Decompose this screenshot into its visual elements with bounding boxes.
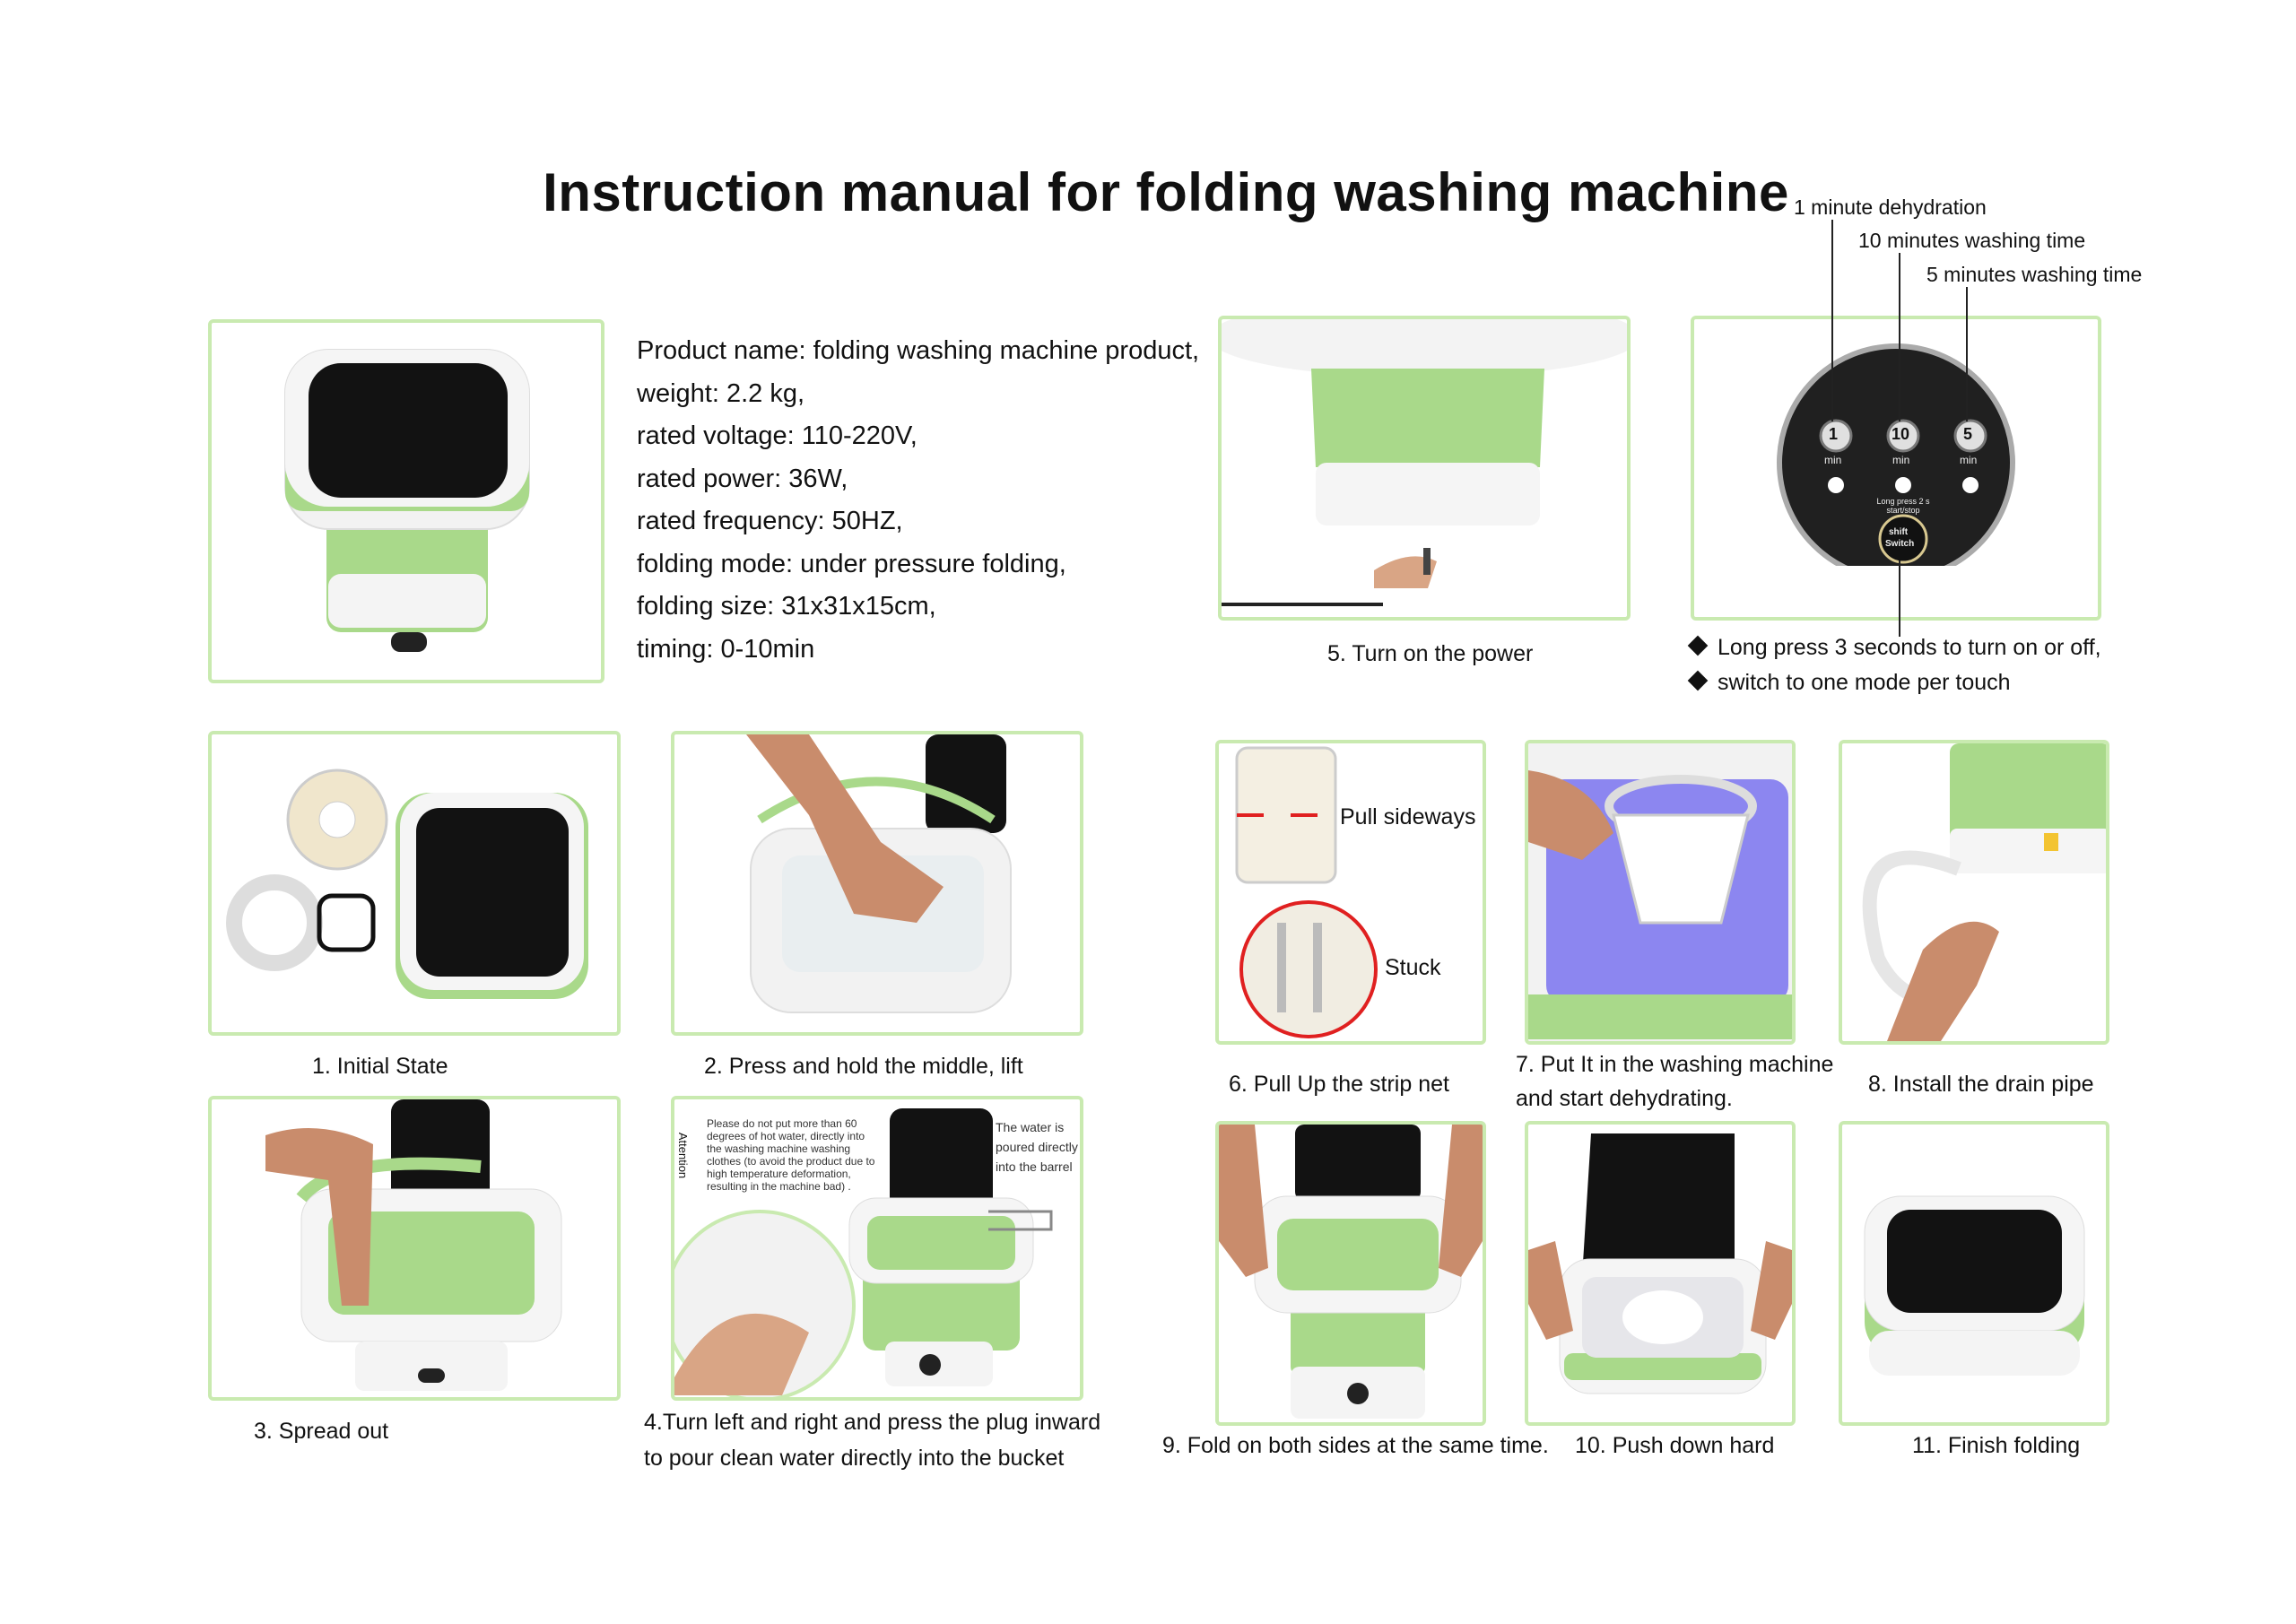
step3-image-panel: [208, 1096, 621, 1401]
diamond-bullet-icon: [1687, 635, 1709, 656]
step10-image-panel: [1525, 1121, 1796, 1426]
step11-image-panel: [1839, 1121, 2109, 1426]
poured-directly-note: The water is poured directly into the ba…: [996, 1120, 1078, 1174]
control-panel-diagram: [1770, 343, 2022, 617]
step9-caption: 9. Fold on both sides at the same time.: [1162, 1433, 1549, 1458]
step8-caption: 8. Install the drain pipe: [1868, 1072, 2094, 1097]
step7-image-panel: [1525, 740, 1796, 1045]
step4-caption-line2: to pour clean water directly into the bu…: [644, 1446, 1065, 1471]
leader-line-5: [1966, 287, 1968, 421]
initial-state-image: [226, 769, 588, 999]
step1-caption: 1. Initial State: [312, 1054, 448, 1079]
step8-image-panel: [1839, 740, 2109, 1045]
drain-pipe-image: [1862, 743, 2106, 1041]
switch-label-switch: Switch: [1885, 539, 1915, 549]
step7-caption-line2: and start dehydrating.: [1516, 1086, 1733, 1111]
drain-plug-image: [674, 1108, 1053, 1397]
strip-net-image: [1235, 746, 1378, 1038]
step6-caption: 6. Pull Up the strip net: [1229, 1072, 1449, 1097]
step5-caption: 5. Turn on the power: [1327, 641, 1534, 666]
annotation-10-minutes: 10 minutes washing time: [1858, 229, 2086, 252]
press-and-lift-image: [746, 734, 1012, 1013]
step1-image-panel: [208, 731, 621, 1036]
button-10-number: 10: [1892, 425, 1910, 443]
step5-image-panel: [1218, 316, 1631, 621]
step2-caption: 2. Press and hold the middle, lift: [704, 1054, 1023, 1079]
spec-line: Product name: folding washing machine pr…: [637, 336, 1200, 365]
spec-line: weight: 2.2 kg,: [637, 378, 804, 408]
long-press-label: Long press 2 s start/stop: [1876, 497, 1930, 515]
step11-caption: 11. Finish folding: [1912, 1433, 2081, 1458]
bullet-text: Long press 3 seconds to turn on or off,: [1718, 635, 2101, 660]
spec-line: folding size: 31x31x15cm,: [637, 592, 936, 621]
button-1-unit: min: [1824, 454, 1842, 466]
spread-out-image: [265, 1099, 562, 1391]
fold-both-sides-image: [1219, 1125, 1483, 1419]
annotation-1-minute: 1 minute dehydration: [1794, 195, 1987, 219]
button-10-unit: min: [1892, 454, 1910, 466]
annotation-5-minutes: 5 minutes washing time: [1926, 263, 2143, 286]
spec-line: rated voltage: 110-220V,: [637, 421, 918, 450]
button-5-number: 5: [1963, 425, 1973, 443]
push-down-image: [1528, 1133, 1792, 1394]
washing-machine-image: [284, 349, 530, 652]
step7-caption: 7. Put It in the washing machine and sta…: [1516, 1047, 1833, 1116]
control-bullet-1: Long press 3 seconds to turn on or off,: [1687, 635, 2101, 661]
attention-label: Attention: [676, 1132, 691, 1179]
step3-caption: 3. Spread out: [254, 1419, 389, 1444]
pull-sideways-label: Pull sideways: [1340, 804, 1476, 829]
step2-image-panel: [671, 731, 1083, 1036]
spec-line: rated frequency: 50HZ,: [637, 507, 903, 535]
step10-caption: 10. Push down hard: [1575, 1433, 1775, 1458]
control-panel-image-panel: 1 10 5 min min min Long press 2 s start/…: [1691, 316, 2101, 621]
product-specifications: Product name: folding washing machine pr…: [637, 330, 1199, 671]
step4-image-panel: Attention Please do not put more than 60…: [671, 1096, 1083, 1401]
step4-caption-line1: 4.Turn left and right and press the plug…: [644, 1410, 1101, 1435]
button-1-number: 1: [1829, 425, 1839, 443]
spec-line: timing: 0-10min: [637, 634, 815, 664]
step9-image-panel: [1215, 1121, 1486, 1426]
stuck-label: Stuck: [1385, 955, 1441, 980]
dehydrating-image: [1528, 743, 1792, 1041]
bullet-text: switch to one mode per touch: [1718, 670, 2011, 695]
leader-line-10: [1899, 253, 1900, 421]
finish-folding-image: [1864, 1195, 2085, 1376]
page-title: Instruction manual for folding washing m…: [543, 162, 1789, 222]
leader-line-switch: [1899, 560, 1900, 637]
diamond-bullet-icon: [1687, 670, 1709, 691]
control-bullet-2: switch to one mode per touch: [1687, 670, 2011, 696]
spec-line: folding mode: under pressure folding,: [637, 549, 1066, 578]
attention-warning-text: Please do not put more than 60 degrees o…: [707, 1117, 875, 1193]
spec-line: rated power: 36W,: [637, 464, 848, 493]
step6-image-panel: Pull sideways Stuck: [1215, 740, 1486, 1045]
product-image-panel: [208, 319, 604, 683]
power-cord-image: [1222, 319, 1627, 606]
button-5-unit: min: [1960, 454, 1978, 466]
step7-caption-line1: 7. Put It in the washing machine: [1516, 1052, 1834, 1077]
switch-label-shift: shift: [1889, 527, 1909, 537]
leader-line-1: [1831, 220, 1833, 421]
